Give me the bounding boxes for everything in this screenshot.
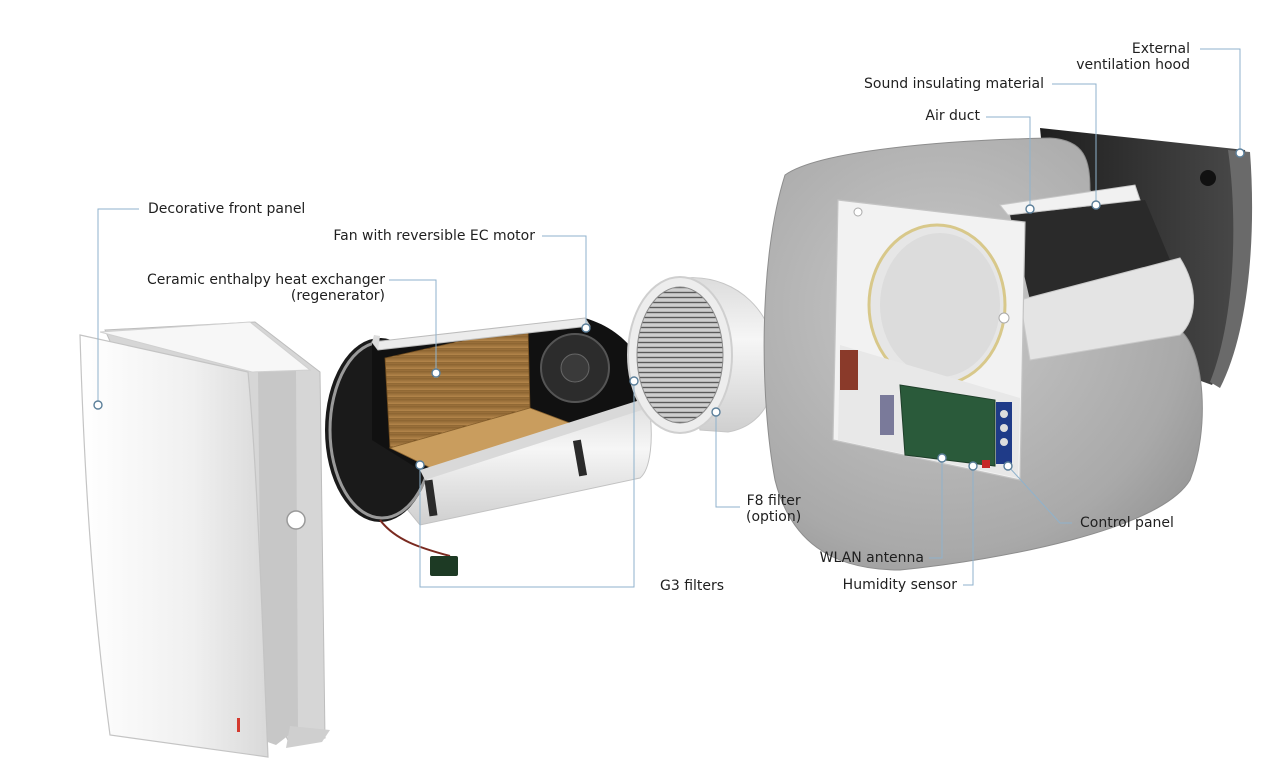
label-g3-filters: G3 filters: [660, 578, 725, 594]
dot-heat-exchanger: [431, 368, 441, 378]
dot-wlan: [937, 453, 947, 463]
label-fan: Fan with reversible EC motor: [333, 228, 535, 244]
label-humidity-sensor: Humidity sensor: [842, 577, 957, 593]
dot-external-hood: [1235, 148, 1245, 158]
regenerator-cartridge: [325, 317, 652, 576]
dot-f8-filter: [711, 407, 721, 417]
label-wlan-antenna: WLAN antenna: [819, 550, 924, 566]
leader-external-hood: [1200, 48, 1241, 153]
decorative-front-panel: [79, 321, 330, 758]
leader-humidity: [963, 466, 974, 586]
label-f8-filter: F8 filter (option): [746, 493, 801, 525]
label-external-hood: External ventilation hood: [1076, 41, 1190, 73]
leader-g3-filters: [419, 381, 635, 588]
label-front-panel: Decorative front panel: [148, 201, 306, 217]
leader-front-panel: [97, 208, 139, 405]
dot-front-panel: [93, 400, 103, 410]
label-external-hood-line2: ventilation hood: [1076, 57, 1190, 73]
dot-g3-left: [415, 460, 425, 470]
label-external-hood-line1: External: [1131, 41, 1190, 57]
leader-f8-filter: [715, 412, 740, 508]
label-heat-exchanger-line1: Ceramic enthalpy heat exchanger: [146, 272, 385, 288]
leader-wlan: [929, 458, 943, 559]
dot-control-panel: [1003, 461, 1013, 471]
mounting-plate-control-board: [832, 199, 1026, 481]
leader-dots: [93, 148, 1245, 471]
dot-fan: [581, 323, 591, 333]
leader-control-panel: [1007, 465, 1072, 524]
f8-filter: [627, 276, 777, 434]
label-air-duct: Air duct: [925, 108, 980, 124]
leader-air-duct: [986, 116, 1031, 209]
dot-air-duct: [1025, 204, 1035, 214]
leader-sound-insulating: [1052, 83, 1097, 205]
leader-fan: [542, 235, 587, 328]
label-heat-exchanger-line2: (regenerator): [290, 288, 385, 304]
dot-humidity: [968, 461, 978, 471]
dot-sound-insulating: [1091, 200, 1101, 210]
label-sound-insulating: Sound insulating material: [864, 76, 1044, 92]
label-heat-exchanger: Ceramic enthalpy heat exchanger (regener…: [147, 272, 385, 304]
leader-lines: [97, 48, 1241, 588]
label-f8-filter-line2: (option): [746, 509, 802, 525]
leader-heat-exchanger: [389, 279, 437, 373]
dot-g3-right: [629, 376, 639, 386]
label-control-panel: Control panel: [1080, 515, 1174, 531]
label-f8-filter-line1: F8 filter: [746, 493, 801, 509]
